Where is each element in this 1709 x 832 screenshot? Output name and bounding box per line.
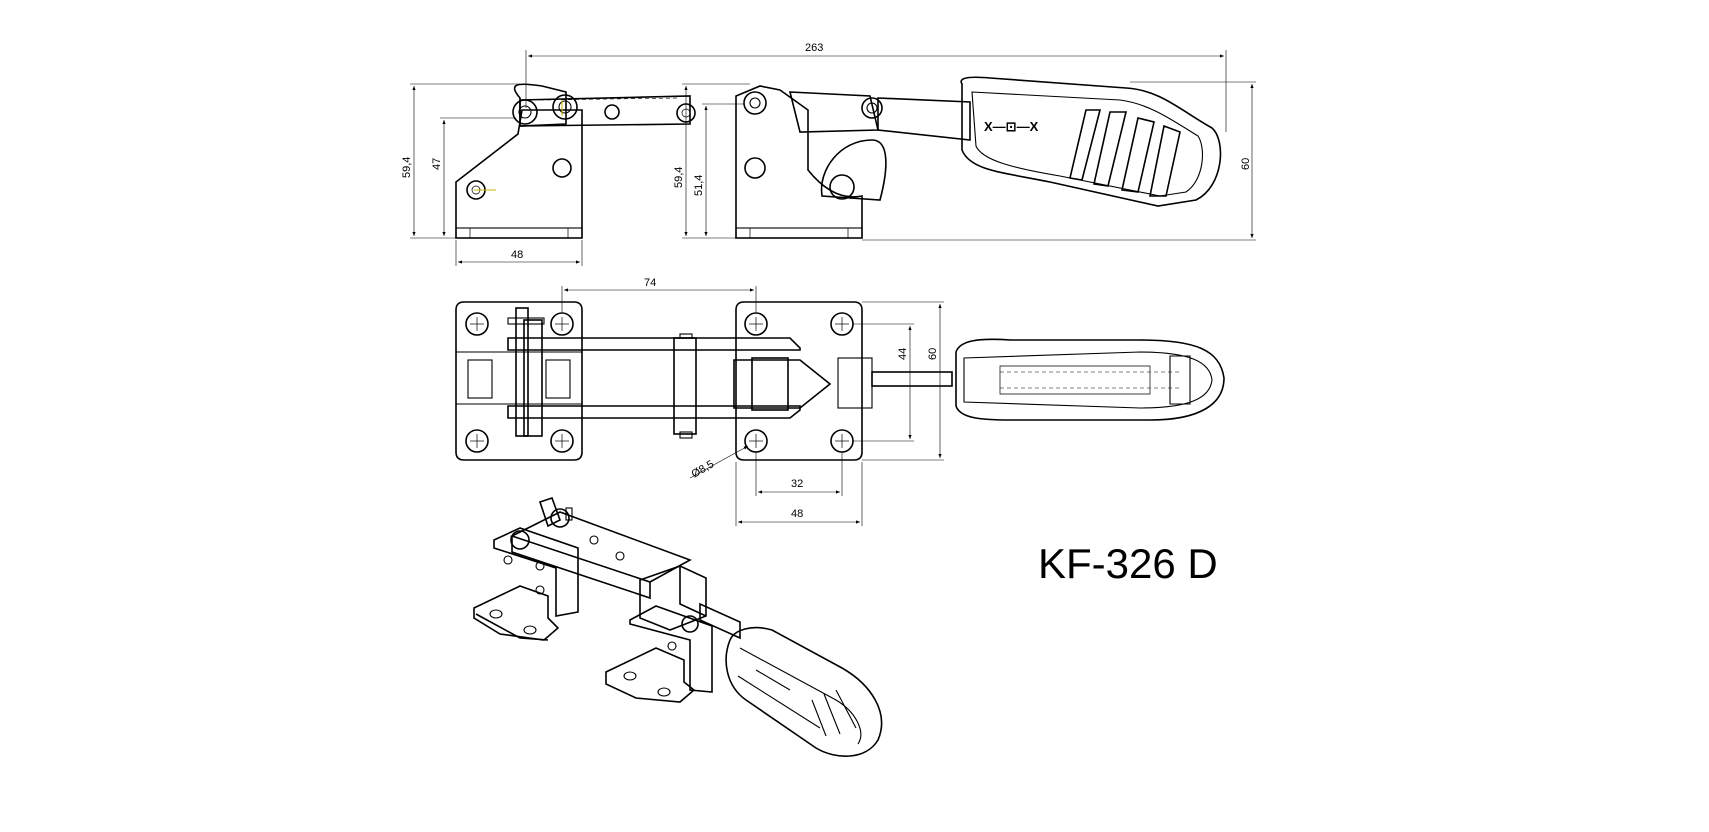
top-left-plate — [455, 301, 583, 461]
dim-60-top-label: 60 — [927, 348, 939, 360]
dim-top-verticals: 44 60 — [852, 301, 944, 461]
dim-48-top-label: 48 — [791, 508, 803, 520]
dim-top-spacing: 74 — [561, 277, 757, 312]
dim-51-4-label: 51,4 — [693, 175, 705, 196]
top-right-plate — [733, 301, 953, 461]
dim-right-heights: 59,4 51,4 60 — [673, 81, 1256, 241]
centre-marks — [474, 100, 563, 191]
left-base-bracket — [455, 109, 583, 239]
dim-top-horizontals: 32 48 Ø8,5 — [690, 445, 863, 526]
dim-47-label: 47 — [431, 158, 443, 170]
side-handle-logo: X—⊡—X — [984, 119, 1039, 134]
dim-48-side-label: 48 — [511, 249, 523, 261]
dim-59-4-right-label: 59,4 — [673, 167, 685, 188]
dim-60-side-label: 60 — [1240, 158, 1252, 170]
dim-59-4-left-label: 59,4 — [401, 157, 413, 178]
link-bar — [512, 83, 696, 127]
side-handle: X—⊡—X — [877, 76, 1222, 207]
right-base-bracket — [735, 85, 887, 239]
side-view: X—⊡—X 263 59,4 47 — [401, 42, 1256, 266]
dim-left-heights: 59,4 47 48 — [401, 83, 583, 266]
top-handle — [955, 338, 1225, 421]
isometric-view — [473, 496, 883, 757]
model-title: KF-326 D — [1038, 540, 1218, 587]
dim-32-label: 32 — [791, 478, 803, 490]
top-link-bars — [507, 333, 801, 439]
dim-44-label: 44 — [897, 348, 909, 360]
top-view: 74 44 60 32 48 Ø8,5 — [455, 277, 1225, 526]
dim-74-label: 74 — [644, 277, 656, 289]
dim-overall-length: 263 — [525, 42, 1227, 132]
dim-263-label: 263 — [805, 42, 823, 54]
dim-hole-dia-label: Ø8,5 — [690, 458, 717, 480]
